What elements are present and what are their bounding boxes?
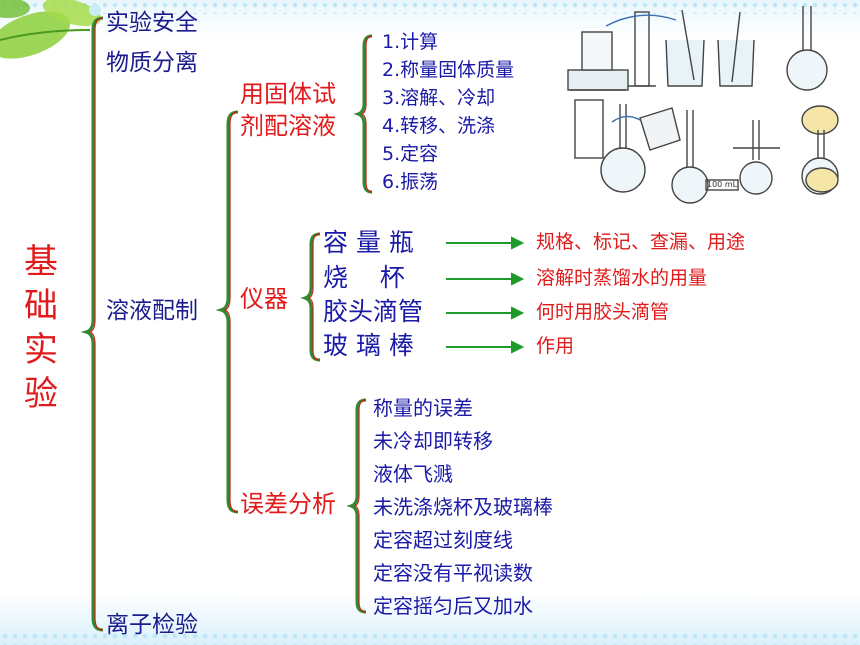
root-title-char: 基 [24,242,58,282]
lab-procedure-illustration [567,6,839,204]
topic-separation: 物质分离 [106,50,198,76]
step-item: 5.定容 [382,143,439,165]
error-item: 称量的误差 [373,396,473,420]
instrument-note: 何时用胶头滴管 [536,301,670,323]
error-item: 定容没有平视读数 [373,561,533,585]
error-item: 定容摇匀后又加水 [373,594,533,618]
topic-ion-test: 离子检验 [106,612,198,638]
arrow-icon [446,236,525,354]
step-item: 2.称量固体质量 [382,59,515,81]
step-item: 1.计算 [382,31,439,53]
error-item: 液体飞溅 [373,462,453,486]
instruments-heading: 仪器 [240,285,288,313]
root-title: 基 础 实 验 [24,240,64,416]
cylinder-label: 100 mL [707,180,738,189]
error-item: 定容超过刻度线 [373,528,513,552]
step-item: 6.振荡 [382,171,439,193]
topic-safety: 实验安全 [106,10,198,36]
root-title-char: 实 [24,330,58,370]
instrument-note: 溶解时蒸馏水的用量 [536,267,708,289]
instrument-glass-rod: 玻 璃 棒 [323,331,414,360]
solid-reagent-line1: 用固体试 [240,80,336,108]
step-item: 4.转移、洗涤 [382,115,496,137]
root-title-char: 础 [24,286,58,326]
leaf-decoration-icon [0,0,102,59]
top-dot-border [0,0,860,14]
topic-solution-prep: 溶液配制 [106,298,198,324]
step-item: 3.溶解、冷却 [382,87,496,109]
instrument-dropper: 胶头滴管 [323,297,424,326]
instrument-beaker: 烧 杯 [323,263,405,292]
root-title-char: 验 [24,374,58,414]
instrument-volumetric-flask: 容 量 瓶 [323,228,414,257]
bottom-dot-border [0,631,860,645]
error-item: 未冷却即转移 [373,429,493,453]
instrument-note: 规格、标记、查漏、用途 [536,231,746,253]
solid-reagent-line2: 剂配溶液 [240,112,336,140]
error-item: 未洗涤烧杯及玻璃棒 [373,495,553,519]
instrument-note: 作用 [536,335,575,357]
error-analysis-heading: 误差分析 [240,490,336,518]
